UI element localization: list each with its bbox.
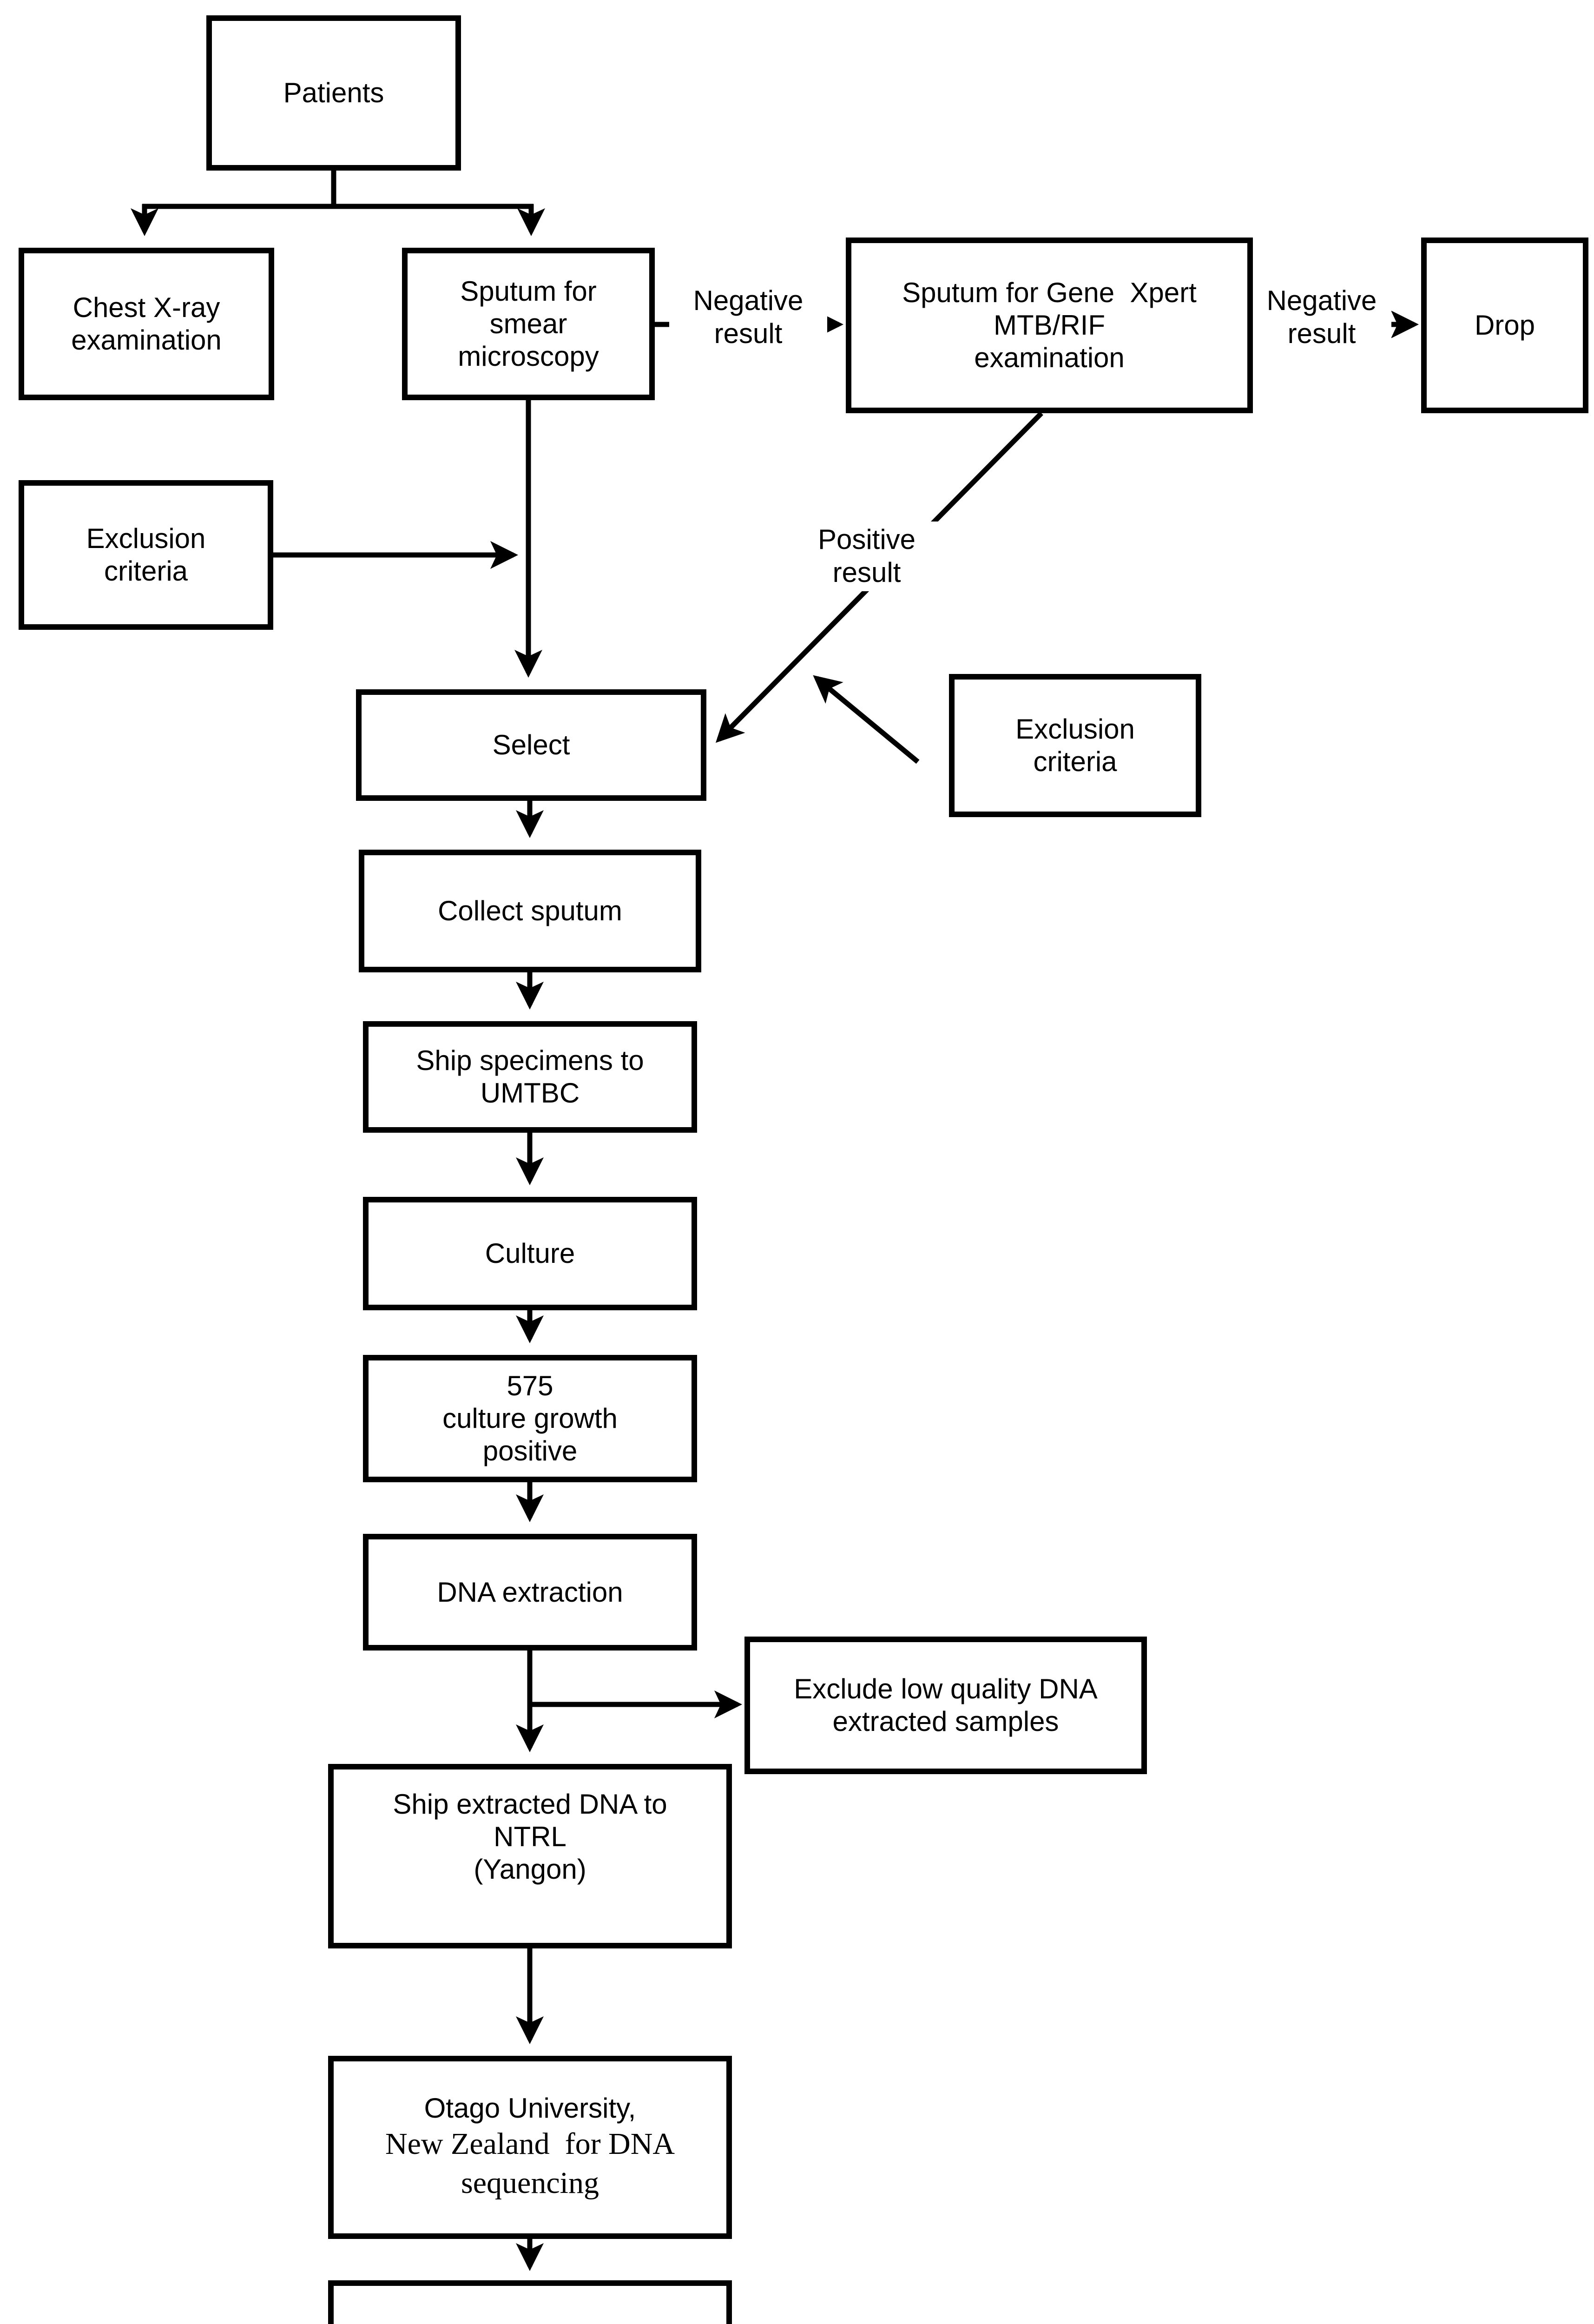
node-sputum-smear-label: Sputum for <box>460 276 597 307</box>
node-gene-xpert: Sputum for Gene Xpert MTB/RIF examinatio… <box>846 238 1253 413</box>
node-ship-umtbc: Ship specimens to UMTBC <box>363 1021 697 1133</box>
node-ship-ntrl-label: Ship extracted DNA to <box>393 1789 667 1820</box>
edge-label-line: Negative <box>693 285 804 316</box>
node-506-tb-isolates-label: 506 TB isolates <box>434 2320 626 2324</box>
node-culture-growth-positive-label: culture growth <box>442 1403 618 1434</box>
edge-label-negative-result-1: Negative result <box>669 283 827 352</box>
node-patients: Patients <box>206 15 461 171</box>
node-chest-xray-label: examination <box>71 324 222 356</box>
node-exclusion-criteria-left-label: Exclusion <box>86 523 206 554</box>
edge-label-negative-result-2: Negative result <box>1252 283 1391 352</box>
node-exclusion-criteria-right: Exclusion criteria <box>949 674 1201 817</box>
node-ship-ntrl: Ship extracted DNA to NTRL (Yangon) <box>328 1764 732 1948</box>
node-ship-ntrl-label: (Yangon) <box>474 1854 586 1885</box>
node-exclude-low-quality-label: extracted samples <box>832 1706 1059 1737</box>
node-drop-label: Drop <box>1474 310 1535 341</box>
edge-label-line: result <box>714 317 783 349</box>
node-sputum-smear-label: microscopy <box>458 341 599 372</box>
node-otago-university-label: New Zealand for DNA <box>385 2127 675 2161</box>
edge-label-line: result <box>1287 317 1356 349</box>
node-sputum-smear-label: smear <box>489 308 567 339</box>
node-gene-xpert-label: Sputum for Gene Xpert <box>902 277 1197 308</box>
edge-label-positive-result: Positive result <box>790 522 943 591</box>
node-506-tb-isolates: 506 TB isolates <box>328 2280 732 2324</box>
node-collect-sputum-label: Collect sputum <box>438 895 622 926</box>
node-exclusion-criteria-right-label: Exclusion <box>1015 713 1135 745</box>
node-culture-growth-positive-label: positive <box>482 1435 578 1466</box>
node-culture-growth-positive: 575 culture growth positive <box>363 1355 697 1482</box>
node-patients-label: Patients <box>283 77 384 108</box>
node-exclude-low-quality-label: Exclude low quality DNA <box>794 1673 1098 1704</box>
node-collect-sputum: Collect sputum <box>359 850 701 972</box>
node-select-label: Select <box>492 729 570 760</box>
node-otago-university-label: sequencing <box>461 2166 599 2200</box>
node-exclusion-criteria-right-label: criteria <box>1033 746 1117 777</box>
node-sputum-smear: Sputum for smear microscopy <box>402 248 655 400</box>
node-chest-xray-label: Chest X-ray <box>72 292 220 323</box>
node-dna-extraction: DNA extraction <box>363 1534 697 1651</box>
node-exclusion-criteria-left: Exclusion criteria <box>19 480 273 630</box>
node-dna-extraction-label: DNA extraction <box>437 1576 623 1608</box>
node-drop: Drop <box>1421 238 1588 413</box>
edge-label-line: result <box>832 556 901 588</box>
node-otago-university-label: Otago University, <box>424 2093 636 2124</box>
node-ship-ntrl-label: NTRL <box>494 1821 566 1852</box>
node-exclusion-criteria-left-label: criteria <box>104 555 188 587</box>
node-exclude-low-quality: Exclude low quality DNA extracted sample… <box>744 1637 1147 1774</box>
node-chest-xray: Chest X-ray examination <box>19 248 274 400</box>
node-ship-umtbc-label: UMTBC <box>480 1077 580 1109</box>
node-culture: Culture <box>363 1197 697 1310</box>
node-gene-xpert-label: examination <box>974 342 1125 373</box>
node-otago-university: Otago University, New Zealand for DNA se… <box>328 2056 732 2239</box>
node-ship-umtbc-label: Ship specimens to <box>416 1045 644 1076</box>
edge-label-line: Negative <box>1266 285 1377 316</box>
edge-label-line: Positive <box>817 524 916 555</box>
node-gene-xpert-label: MTB/RIF <box>994 310 1105 341</box>
node-culture-label: Culture <box>485 1238 575 1269</box>
node-select: Select <box>356 689 706 801</box>
node-culture-growth-positive-label: 575 <box>507 1370 553 1401</box>
edge-exclusion-right-arrow <box>813 675 920 764</box>
